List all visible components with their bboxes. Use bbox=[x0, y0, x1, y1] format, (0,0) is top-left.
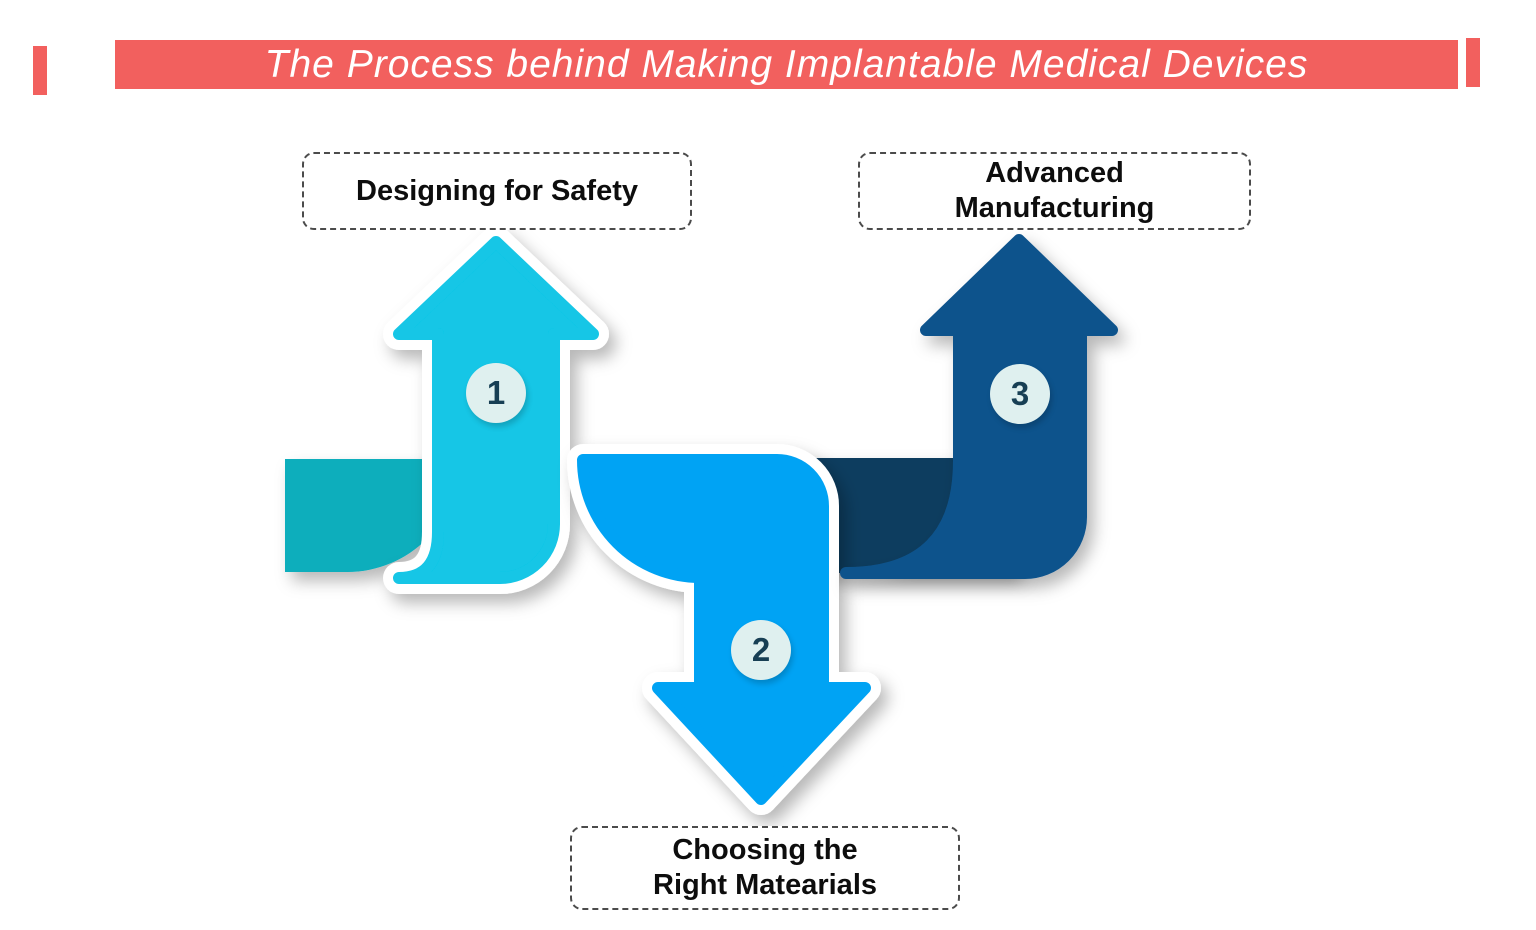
banner-accent-right bbox=[1466, 38, 1480, 87]
arrow-up-3 bbox=[840, 234, 1118, 579]
page-title: The Process behind Making Implantable Me… bbox=[264, 42, 1309, 86]
label-line: Choosing the bbox=[672, 834, 858, 867]
label-line: Right Matearials bbox=[653, 869, 877, 901]
step-1-badge: 1 bbox=[466, 363, 526, 423]
step-3-number: 3 bbox=[1010, 375, 1030, 412]
label-line: Advanced bbox=[985, 157, 1124, 190]
title-banner: The Process behind Making Implantable Me… bbox=[115, 40, 1458, 89]
label-box-choosing-the-right-matearials: Choosing the Right Matearials bbox=[570, 826, 960, 910]
banner-accent-left bbox=[33, 46, 47, 95]
step-2-number: 2 bbox=[751, 631, 771, 668]
label-box-advanced-manufacturing: Advanced Manufacturing bbox=[858, 152, 1251, 230]
label-box-designing-for-safety: Designing for Safety bbox=[302, 152, 692, 230]
label-line: Designing for Safety bbox=[356, 174, 638, 207]
arrow-down-2-shape bbox=[577, 454, 871, 805]
arrow-down-2 bbox=[567, 444, 881, 815]
step-2-badge: 2 bbox=[731, 620, 791, 680]
step-3-badge: 3 bbox=[990, 364, 1050, 424]
teal-band bbox=[285, 459, 460, 572]
arrow-up-3-shape bbox=[840, 234, 1118, 579]
step-1-number: 1 bbox=[486, 374, 506, 411]
label-line: Manufacturing bbox=[954, 192, 1155, 224]
